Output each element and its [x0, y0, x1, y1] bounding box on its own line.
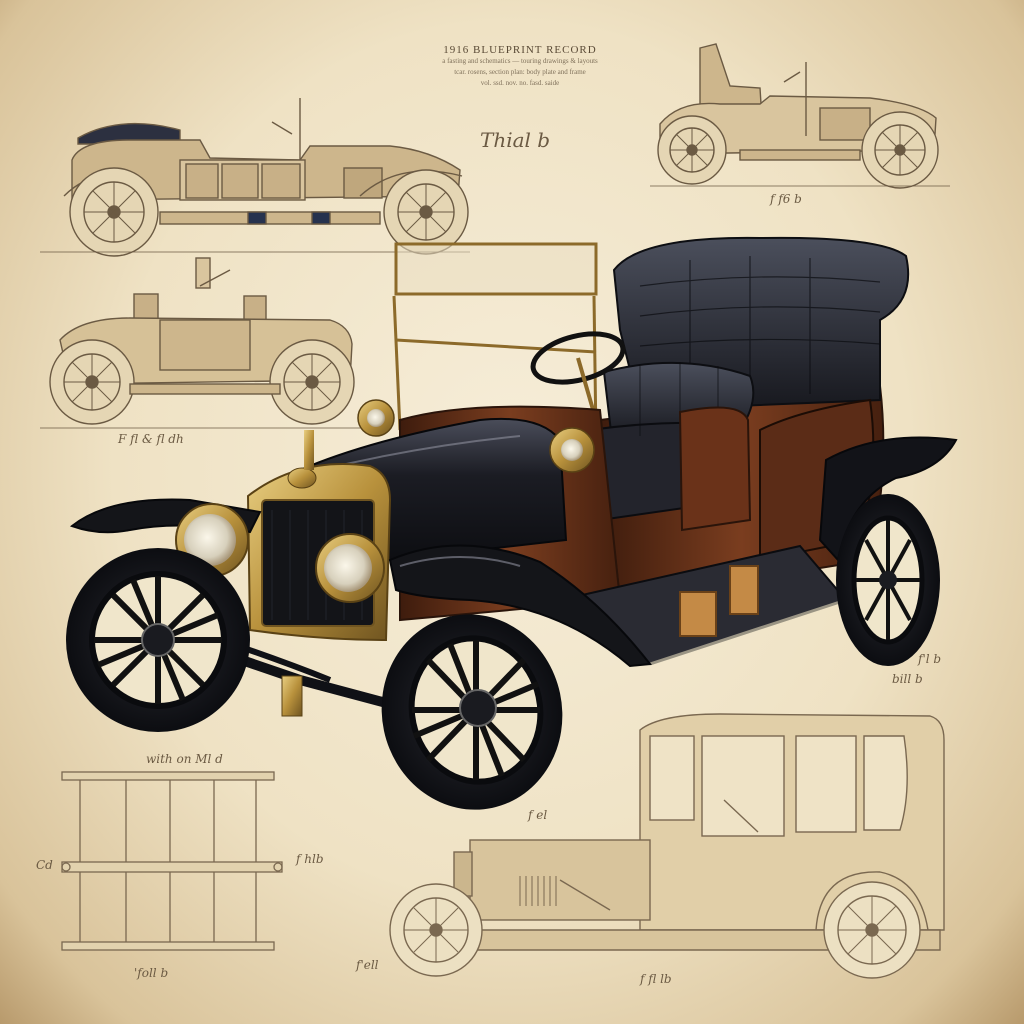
caption: F fl & fl dh [118, 432, 184, 446]
headlamp-right [315, 533, 385, 603]
sheet-header-line: a fasting and schematics — touring drawi… [442, 57, 598, 65]
wheel-rear [836, 494, 940, 666]
sketch-chassis-plan [61, 771, 283, 951]
caption: f hlb [296, 852, 324, 866]
sheet-header-title: 1916 BLUEPRINT RECORD [443, 44, 597, 56]
windshield [392, 242, 598, 441]
caption: 'foll b [134, 966, 169, 980]
front-fender-right [388, 544, 652, 668]
main-car-illustration [66, 236, 958, 810]
caption: bill b [892, 672, 923, 686]
sketch-sedan [389, 713, 945, 979]
caption: f'ell [356, 958, 379, 972]
sheet-header: 1916 BLUEPRINT RECORD a fasting and sche… [400, 44, 640, 89]
caption: Cd [36, 858, 53, 872]
caption: f el [528, 808, 548, 822]
caption: with on Ml d [146, 752, 223, 766]
sheet-header-line: tcar. rosens, section plan: body plate a… [454, 68, 586, 76]
caption: f'l b [918, 652, 942, 666]
wheel-front-left [66, 548, 250, 732]
caption: f fl lb [640, 972, 672, 986]
sheet-header-line: vol. ssd. nov. no. fasd. saide [480, 79, 560, 87]
caption: f f6 b [770, 192, 802, 206]
sketch-touring-car-side [40, 98, 470, 257]
sketch-front-quarter [40, 257, 360, 429]
sketch-runabout [650, 43, 950, 189]
wheel-front-right [381, 614, 563, 810]
signature: Thial b [480, 128, 551, 152]
